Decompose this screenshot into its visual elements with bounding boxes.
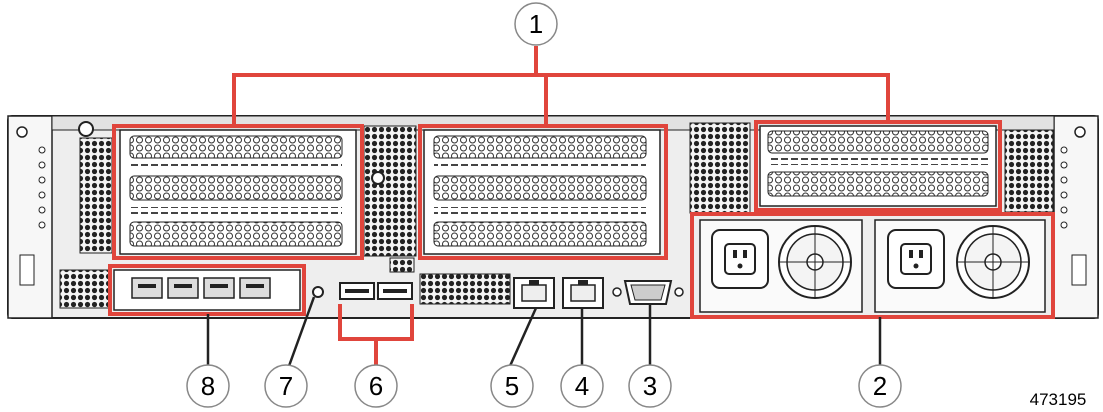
power-supply-2 bbox=[874, 219, 1046, 313]
callout-3: 3 bbox=[628, 364, 672, 408]
svg-text:6: 6 bbox=[369, 371, 383, 401]
left-rack-ear bbox=[16, 126, 46, 286]
pcie-riser-right bbox=[759, 125, 997, 207]
pcie-riser-left bbox=[119, 129, 357, 255]
vga-port bbox=[612, 280, 684, 305]
figure-id: 473195 bbox=[1030, 390, 1087, 409]
callout-1: 1 bbox=[514, 2, 558, 46]
callout-4: 4 bbox=[560, 364, 604, 408]
svg-text:5: 5 bbox=[505, 371, 519, 401]
usb-ports bbox=[339, 282, 413, 300]
svg-text:7: 7 bbox=[279, 371, 293, 401]
highlight-pcie-riser-left bbox=[112, 124, 364, 260]
callout-7: 7 bbox=[264, 364, 308, 408]
svg-text:4: 4 bbox=[575, 371, 589, 401]
callout-8: 8 bbox=[186, 364, 230, 408]
power-supply-1 bbox=[699, 219, 863, 313]
status-knob bbox=[371, 171, 385, 185]
mlom-card bbox=[113, 269, 301, 311]
callout-6: 6 bbox=[354, 364, 398, 408]
svg-text:8: 8 bbox=[201, 371, 215, 401]
svg-text:3: 3 bbox=[643, 371, 657, 401]
highlight-pcie-riser-right bbox=[754, 120, 1002, 212]
thumbscrew bbox=[78, 121, 94, 137]
serial-port bbox=[562, 277, 604, 309]
callout-1-bracket bbox=[232, 46, 890, 126]
callout-2: 2 bbox=[858, 364, 902, 408]
callout-5: 5 bbox=[490, 364, 534, 408]
highlight-pcie-riser-middle bbox=[418, 124, 668, 260]
ventilation-grilles bbox=[59, 122, 1054, 309]
leader-lines bbox=[206, 296, 882, 367]
unit-id-button bbox=[312, 286, 324, 298]
pcie-riser-middle bbox=[423, 129, 661, 255]
right-rack-ear bbox=[1060, 126, 1087, 286]
mgmt-ethernet-port bbox=[513, 277, 555, 309]
highlight-power-supplies bbox=[690, 212, 1055, 319]
svg-text:1: 1 bbox=[529, 9, 543, 39]
svg-text:2: 2 bbox=[873, 371, 887, 401]
callout-6-bracket bbox=[338, 304, 414, 366]
